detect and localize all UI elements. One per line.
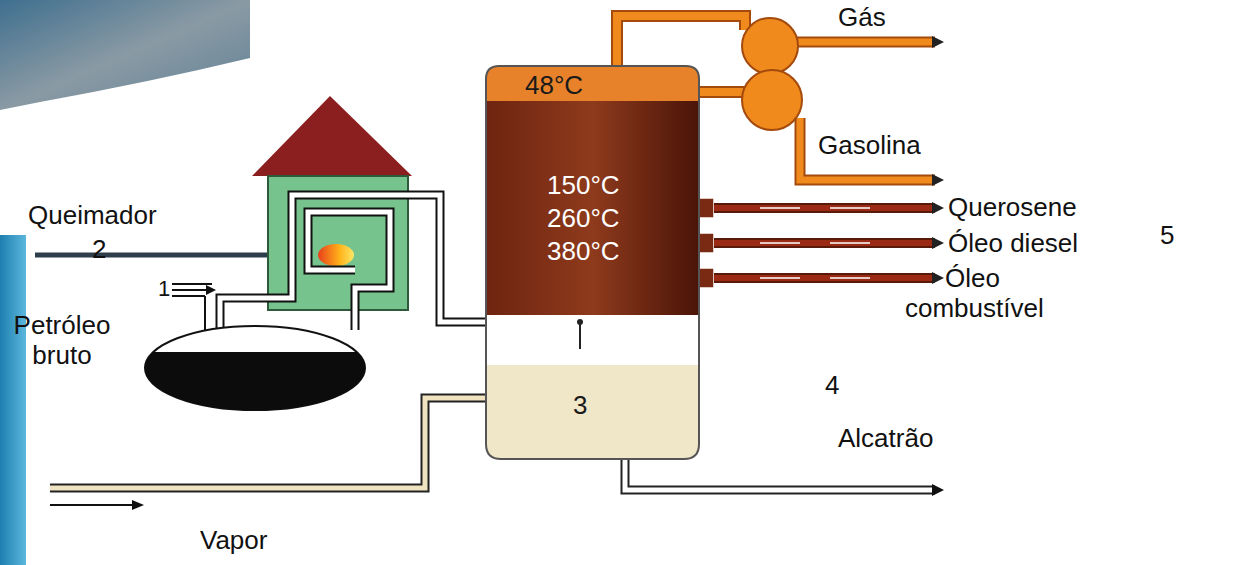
part-label: Vapor — [200, 525, 267, 555]
part-label: Queimador — [28, 200, 157, 230]
arrow-head — [932, 272, 944, 284]
arrow-head — [932, 237, 944, 249]
product-label: Querosene — [948, 192, 1077, 222]
callout-number: 4 — [825, 370, 839, 400]
separator-drum — [742, 70, 802, 130]
temperature-label: 260°C — [547, 203, 620, 233]
callout-number: 2 — [92, 234, 106, 264]
crude-oil — [145, 352, 365, 410]
arrow-head — [932, 36, 944, 48]
photo-fragment — [0, 0, 250, 110]
product-label: Gasolina — [818, 130, 921, 160]
side-strip — [0, 235, 26, 565]
product-pipe — [688, 198, 935, 288]
coil-pipe — [220, 195, 486, 330]
product-label: Gás — [838, 2, 886, 32]
arrow-head — [932, 202, 944, 214]
product-label: Óleo combustível — [905, 263, 1120, 323]
callout-number: 1 — [158, 274, 170, 304]
callout-number: 3 — [573, 390, 587, 420]
tar-pipe — [625, 458, 935, 490]
arrow-head — [132, 500, 144, 510]
product-label: Alcatrão — [838, 423, 933, 453]
distillation-column: 48°C 150°C260°C380°C 3 — [485, 65, 700, 460]
arrow-head — [932, 484, 944, 496]
temperature-label: 380°C — [547, 236, 620, 266]
crude-tank — [145, 326, 365, 410]
part-label: Petróleo bruto — [6, 310, 118, 370]
callout-number: 5 — [1160, 220, 1174, 250]
product-label: Óleo diesel — [948, 228, 1078, 258]
furnace-roof — [252, 96, 412, 176]
flame — [318, 244, 354, 266]
temperature-label: 48°C — [525, 70, 583, 100]
arrow-head — [932, 174, 944, 186]
arrow-head — [206, 285, 216, 295]
steam-pipe — [50, 398, 486, 505]
temperature-label: 150°C — [547, 170, 620, 200]
separator-drum — [742, 18, 798, 74]
